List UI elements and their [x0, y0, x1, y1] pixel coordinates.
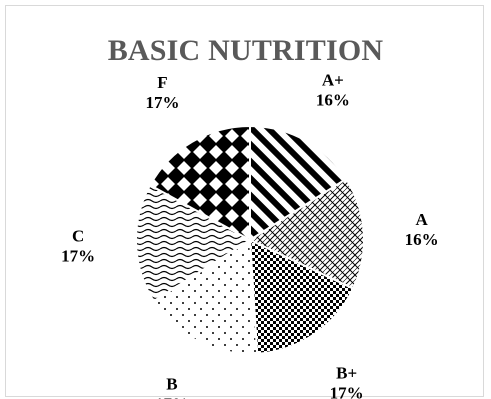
slice-label-b: B17%: [155, 374, 189, 399]
chart-title: BASIC NUTRITION: [107, 34, 384, 67]
slice-category: A+: [322, 70, 344, 89]
slice-percent: 17%: [330, 383, 364, 399]
pie-slice-a-plus: [249, 124, 348, 242]
pie-slice-b: [152, 238, 259, 355]
slice-category: F: [157, 73, 167, 92]
slice-percent: 17%: [155, 394, 189, 399]
slice-label-a-plus: A+16%: [316, 70, 350, 109]
slice-category: B+: [336, 363, 357, 382]
pie-slice-c: [135, 183, 252, 303]
pie-slice-b-plus: [248, 238, 355, 355]
slice-percent: 17%: [145, 93, 179, 112]
slice-category: C: [72, 226, 84, 245]
slice-percent: 17%: [61, 246, 95, 265]
slice-percent: 16%: [316, 90, 350, 109]
pie-slice-f: [148, 124, 251, 242]
pie-slice-a: [247, 177, 365, 290]
slice-category: A: [416, 210, 429, 229]
slice-category: B: [166, 374, 177, 393]
slice-label-b-plus: B+17%: [330, 363, 364, 399]
slice-percent: 16%: [405, 230, 439, 249]
